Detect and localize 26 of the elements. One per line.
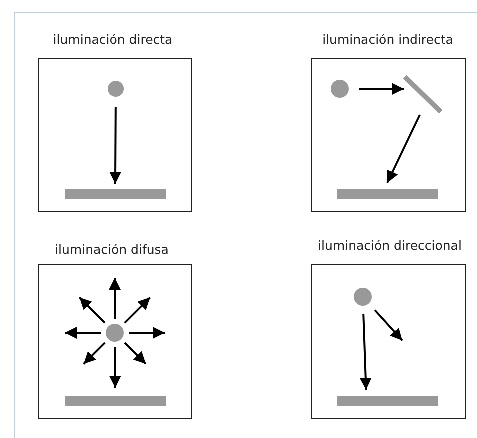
arrow bbox=[124, 342, 147, 365]
arrow bbox=[65, 327, 101, 339]
arrow bbox=[374, 310, 404, 342]
light-source-dot bbox=[354, 288, 372, 306]
surface-bar bbox=[65, 396, 166, 406]
surface-bar bbox=[337, 396, 438, 406]
reflector-bar bbox=[402, 74, 444, 115]
arrow bbox=[124, 296, 152, 324]
light-source-dot bbox=[331, 80, 349, 98]
panel-heading: iluminación difusa bbox=[55, 242, 169, 257]
panel-heading: iluminación indirecta bbox=[322, 32, 454, 47]
panel-heading: iluminación direccional bbox=[318, 238, 462, 253]
arrow bbox=[386, 114, 421, 184]
arrow bbox=[78, 296, 106, 324]
surface-bar bbox=[65, 189, 166, 199]
arrow bbox=[83, 342, 106, 365]
arrow bbox=[360, 314, 372, 390]
arrow bbox=[109, 278, 121, 319]
arrow bbox=[110, 107, 122, 184]
light-source-dot bbox=[108, 81, 124, 97]
surface-bar bbox=[337, 189, 438, 199]
light-source-dot bbox=[106, 324, 124, 342]
panel-heading: iluminación directa bbox=[53, 32, 173, 47]
arrow bbox=[109, 346, 122, 388]
arrow bbox=[359, 83, 404, 96]
arrow bbox=[129, 327, 165, 339]
